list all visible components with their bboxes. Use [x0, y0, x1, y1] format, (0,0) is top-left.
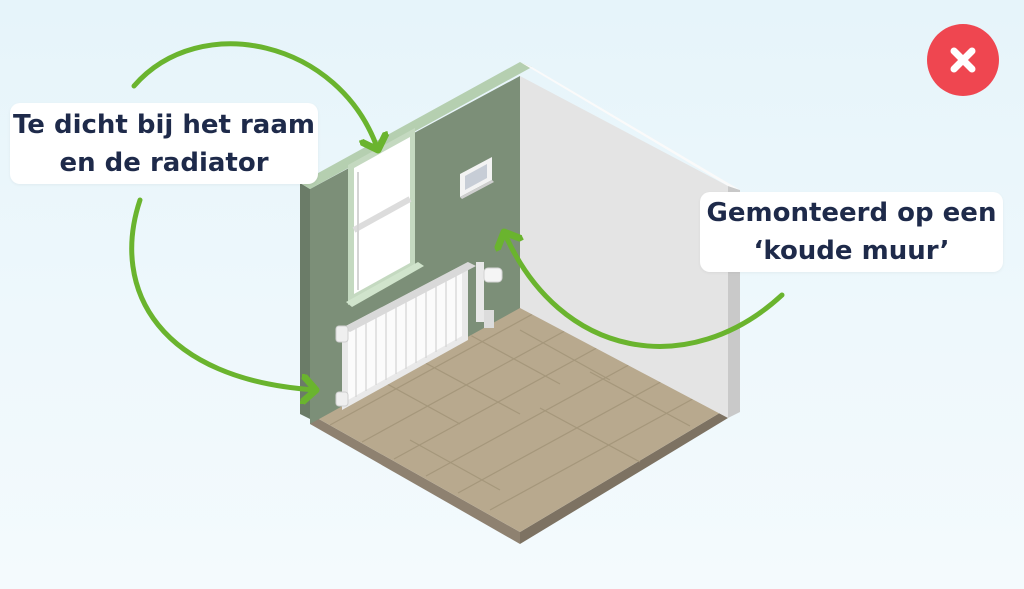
- annotation-left-line2: en de radiator: [59, 148, 269, 178]
- arrows: [129, 41, 785, 390]
- arrow-to-cold-wall: [504, 232, 785, 349]
- close-icon[interactable]: [927, 24, 999, 96]
- window: [346, 128, 424, 307]
- x-mark-icon: [950, 47, 976, 73]
- arrow-to-radiator: [129, 197, 316, 390]
- annotation-window-radiator: Te dicht bij het raam en de radiator: [10, 103, 318, 184]
- annotation-right-line1: Gemonteerd op een: [706, 198, 997, 228]
- annotation-cold-wall: Gemonteerd op een ‘koude muur’: [700, 192, 1003, 272]
- right-wall: [520, 62, 740, 418]
- annotation-right-line2: ‘koude muur’: [753, 236, 950, 266]
- arrow-to-window: [131, 41, 378, 150]
- annotation-left-line1: Te dicht bij het raam: [12, 110, 315, 140]
- thermostat: [460, 157, 494, 199]
- radiator: [335, 262, 503, 410]
